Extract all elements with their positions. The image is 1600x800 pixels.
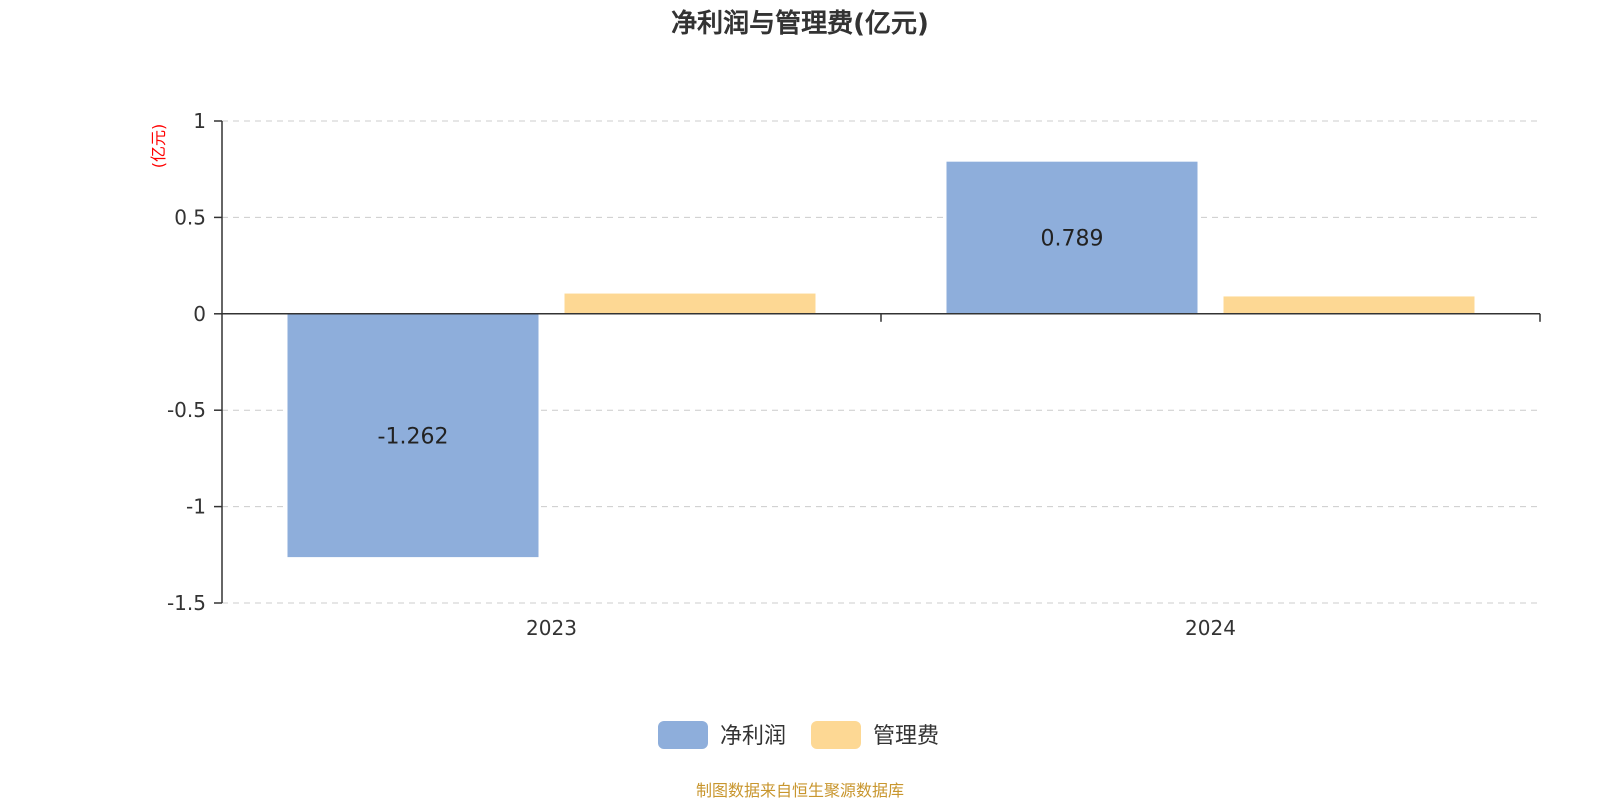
y-tick-label: -1 <box>186 495 206 519</box>
legend-swatch <box>811 721 861 749</box>
y-tick-label: -1.5 <box>167 591 206 615</box>
data-labels: -1.262 0.789 <box>378 227 1104 450</box>
bars <box>287 161 1475 558</box>
bar-admin-fee-2023 <box>564 293 816 314</box>
bar-net-profit-2023 <box>287 313 539 558</box>
y-tick-label: 0 <box>193 302 206 326</box>
y-tick-label: 0.5 <box>174 205 206 229</box>
x-tick-label: 2023 <box>526 616 577 640</box>
bar-admin-fee-2024 <box>1223 296 1475 314</box>
y-tick-label: 1 <box>193 109 206 133</box>
chart-title: 净利润与管理费(亿元) <box>671 8 929 39</box>
data-label: -1.262 <box>378 424 449 449</box>
legend: 净利润 管理费 <box>658 721 939 749</box>
x-tick-label: 2024 <box>1185 616 1236 640</box>
legend-label: 管理费 <box>873 724 939 749</box>
axes: 1 0.5 0 -0.5 -1 -1.5 2023 2024 <box>167 109 1541 640</box>
legend-swatch <box>658 721 708 749</box>
y-axis-unit-label: (亿元) <box>149 124 168 169</box>
y-tick-label: -0.5 <box>167 398 206 422</box>
bar-net-profit-2024 <box>946 161 1198 314</box>
data-label: 0.789 <box>1041 227 1104 252</box>
source-note: 制图数据来自恒生聚源数据库 <box>696 781 904 800</box>
legend-label: 净利润 <box>720 724 786 749</box>
